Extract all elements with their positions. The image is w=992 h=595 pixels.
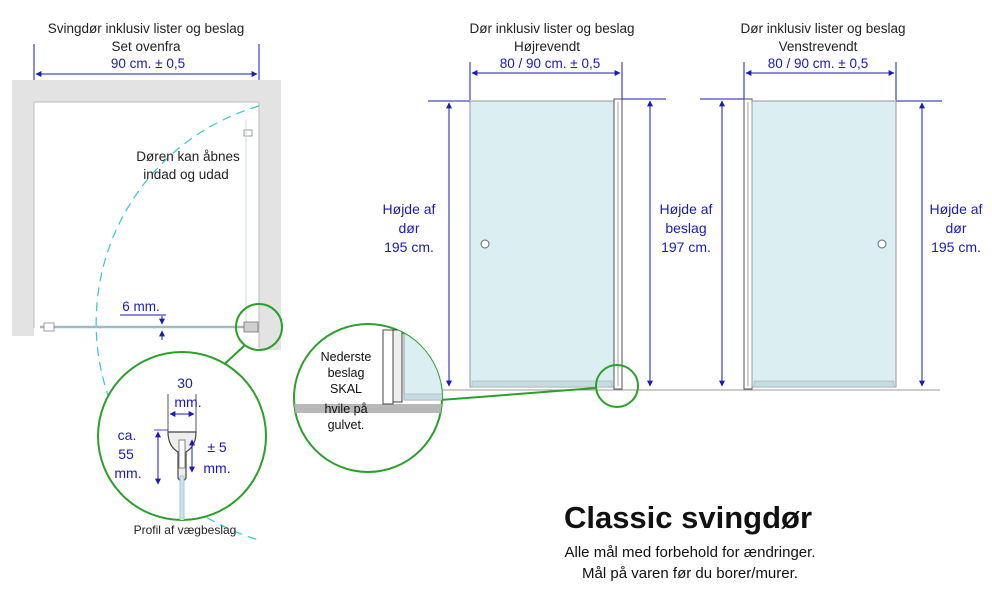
profile-caption: Profil af vægbeslag: [134, 523, 237, 537]
left-door-width-label: 80 / 90 cm. ± 0,5: [768, 56, 868, 71]
profile-glass-pane: [179, 475, 185, 520]
left-hinged-door: Dør inklusiv lister og beslag Venstreven…: [700, 21, 983, 391]
floor-note-line4: hvile på: [324, 402, 367, 416]
floor-note-line3: SKAL: [330, 382, 362, 396]
profile-depth-label-1: ca.: [118, 427, 137, 443]
right-door-bracket-height-label-3: 197 cm.: [661, 239, 711, 255]
floor-detail-glass-seal: [403, 393, 442, 401]
right-door-bracket-height-label-2: beslag: [665, 220, 706, 236]
top-view-note-line1: Døren kan åbnes: [136, 149, 240, 164]
right-door-height-label-2: dør: [399, 220, 420, 236]
top-view: Svingdør inklusiv lister og beslag Set o…: [12, 21, 283, 541]
right-door-glass: [469, 100, 615, 388]
top-view-door-handle: [43, 322, 55, 332]
floor-detail-floor: [294, 404, 442, 413]
floor-detail-bracket-flange: [392, 329, 403, 403]
top-view-subheading: Set ovenfra: [111, 39, 181, 54]
footer-disclaimer-line2: Mål på varen før du borer/murer.: [582, 565, 798, 582]
footer-title: Classic svingdør: [564, 500, 812, 535]
left-door-bottom-seal: [753, 380, 895, 388]
floor-note-line2: beslag: [328, 366, 365, 380]
right-door-bracket-height-label-1: Højde af: [660, 201, 713, 217]
floor-note-line5: gulvet.: [328, 418, 365, 432]
right-door-heading: Dør inklusiv lister og beslag: [469, 21, 634, 36]
right-door-width-label: 80 / 90 cm. ± 0,5: [500, 56, 600, 71]
floor-detail-bracket: [382, 329, 394, 405]
profile-detail: 30 mm. ca. 55 mm. ± 5 mm. Profil af vægb…: [97, 351, 267, 537]
left-door-height-label-3: 195 cm.: [931, 239, 981, 255]
right-hinged-door: Dør inklusiv lister og beslag Højrevendt…: [383, 21, 713, 408]
right-door-bottom-seal: [471, 380, 613, 388]
right-door-height-label-1: Højde af: [383, 201, 436, 217]
top-view-swing-arc: [95, 105, 260, 541]
floor-note-line1: Nederste: [321, 350, 372, 364]
right-door-subheading: Højrevendt: [514, 39, 580, 54]
top-view-wall-back: [12, 80, 281, 102]
left-door-knob: [877, 239, 887, 249]
top-view-wall-right: [259, 80, 281, 350]
left-door-heading: Dør inklusiv lister og beslag: [740, 21, 905, 36]
profile-tolerance-label-1: ± 5: [207, 439, 227, 455]
right-door-knob: [480, 239, 490, 249]
top-view-heading: Svingdør inklusiv lister og beslag: [48, 21, 245, 36]
floor-detail: Nederste beslag SKAL hvile på gulvet.: [293, 323, 443, 473]
top-view-room-floor: [34, 102, 259, 330]
profile-width-label-2: mm.: [174, 394, 201, 410]
left-door-glass: [751, 100, 897, 388]
top-view-hinge-top: [243, 129, 253, 137]
profile-tolerance-label-2: mm.: [203, 460, 230, 476]
footer-disclaimer-line1: Alle mål med forbehold for ændringer.: [565, 544, 816, 561]
right-door-floor-highlight: [595, 364, 639, 408]
profile-width-label-1: 30: [177, 375, 193, 391]
right-door-height-label-3: 195 cm.: [384, 239, 434, 255]
profile-bracket-slot: [178, 439, 186, 469]
top-view-gap-label: 6 mm.: [122, 299, 160, 314]
top-view-width-label: 90 cm. ± 0,5: [111, 56, 185, 71]
left-door-height-label-1: Højde af: [930, 201, 983, 217]
top-view-wall-bracket: [243, 321, 259, 333]
top-view-bracket-highlight: [235, 303, 283, 351]
footer: Classic svingdør Alle mål med forbehold …: [564, 500, 816, 582]
left-door-subheading: Venstrevendt: [779, 39, 858, 54]
top-view-note-line2: indad og udad: [143, 167, 229, 182]
left-door-height-label-2: dør: [946, 220, 967, 236]
top-view-wall-left: [12, 80, 34, 336]
profile-depth-label-3: mm.: [114, 465, 141, 481]
right-door-highlight-connector: [439, 387, 597, 401]
profile-depth-label-2: 55: [118, 446, 134, 462]
